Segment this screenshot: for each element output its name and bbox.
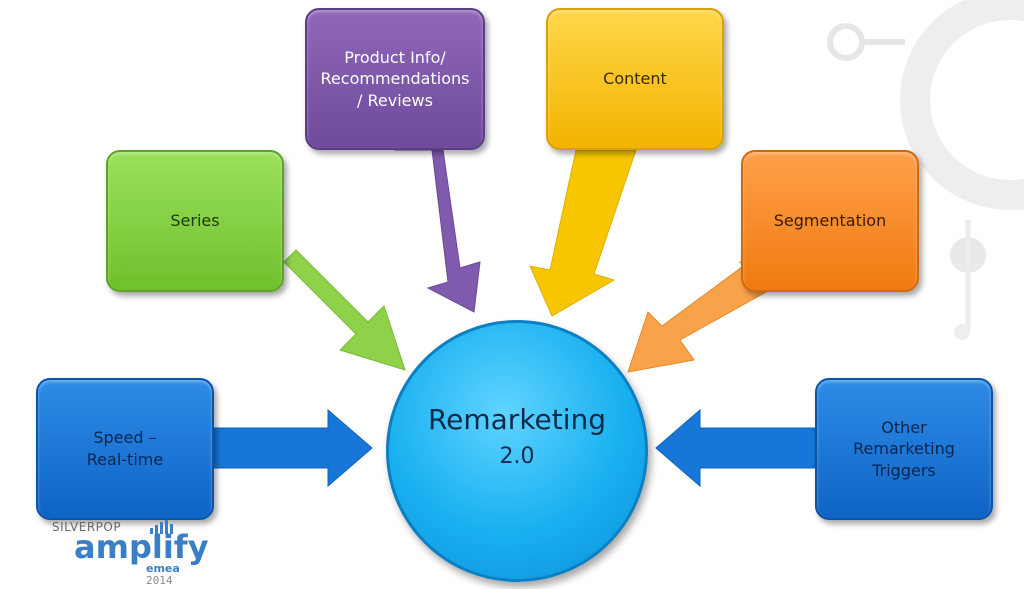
other-triggers-box: Other Remarketing Triggers [815, 378, 993, 520]
series-arrow [257, 249, 406, 371]
center-subtitle: 2.0 [499, 444, 535, 469]
product-arrow [395, 149, 481, 313]
logo-region-text: emea [146, 562, 180, 575]
series-box: Series [106, 150, 284, 292]
segmentation-box: Segmentation [741, 150, 919, 292]
content-label: Content [603, 69, 667, 89]
segmentation-label: Segmentation [773, 211, 887, 231]
speed-label: Speed – Real-time [86, 428, 164, 469]
speed-box: Speed – Real-time [36, 378, 214, 520]
center-title: Remarketing [427, 403, 607, 436]
other-arrow [655, 408, 816, 488]
logo-main-text: amplify [74, 528, 209, 566]
decor-ring [900, 0, 1024, 210]
content-arrow [529, 149, 637, 317]
segmentation-arrow [627, 260, 767, 373]
logo-top-text: SILVERPOP [52, 520, 122, 534]
logo-bars-icon [150, 520, 173, 534]
content-box: Content [546, 8, 724, 150]
amplify-logo: SILVERPOP amplify emea 2014 [52, 520, 212, 587]
decor-small-dot [954, 324, 970, 340]
product-info-box: Product Info/ Recommendations / Reviews [305, 8, 485, 150]
product-info-label: Product Info/ Recommendations / Reviews [320, 47, 470, 110]
other-triggers-label: Other Remarketing Triggers [853, 417, 955, 480]
remarketing-circle: Remarketing 2.0 [386, 320, 648, 582]
logo-year-text: 2014 [146, 574, 173, 587]
speed-arrow [213, 408, 373, 488]
series-label: Series [170, 211, 220, 231]
